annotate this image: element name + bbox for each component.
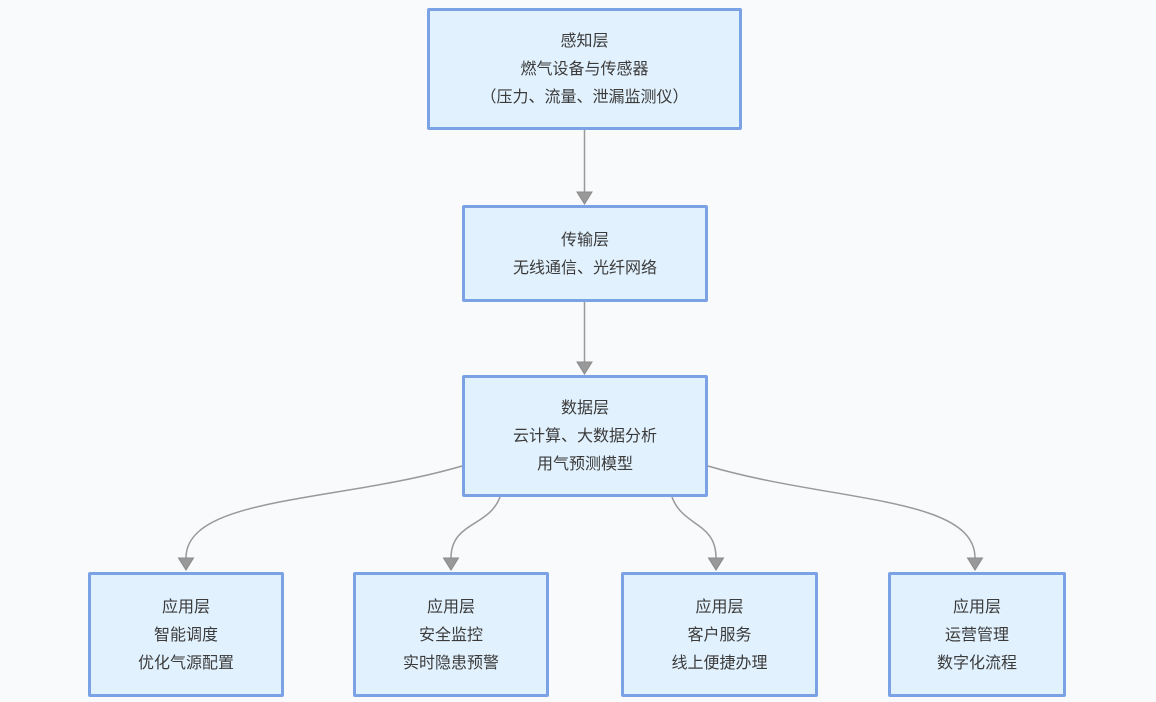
arrowhead-icon [442,557,460,571]
edge-data-dispatch [185,465,463,559]
node-title-line: 应用层 [426,596,475,616]
node-title-line: 应用层 [695,596,744,616]
node-title-line: 数据层 [560,398,609,417]
node-title-line: 感知层 [560,31,609,50]
node-text-line: 智能调度 [153,624,218,644]
arrowhead-icon [966,557,984,571]
node-text-line: 云计算、大数据分析 [512,426,657,445]
node-text-line: 用气预测模型 [536,454,633,473]
arrowhead-icon [707,557,725,571]
node-text-line: 优化气源配置 [137,652,234,672]
node-text-line: 实时隐患预警 [402,652,499,672]
node-text-line: （压力、流量、泄漏监测仪） [480,87,689,106]
node-text-line: 数字化流程 [936,652,1017,672]
arrowhead-icon [576,361,593,375]
node-text-line: 安全监控 [418,624,483,644]
node-transport-layer: 传输层 无线通信、光纤网络 [462,205,708,302]
node-application-customer: 应用层 客户服务 线上便捷办理 [621,572,818,697]
arrowhead-icon [576,191,593,205]
edge-data-customer [671,496,717,559]
node-application-operation: 应用层 运营管理 数字化流程 [888,572,1066,697]
node-text-line: 燃气设备与传感器 [520,59,649,78]
node-title-line: 传输层 [560,229,609,249]
node-application-safety: 应用层 安全监控 实时隐患预警 [353,572,549,697]
edge-data-operation [707,465,976,559]
node-text-line: 线上便捷办理 [671,652,768,672]
arrowhead-icon [177,557,195,571]
node-text-line: 客户服务 [687,624,752,644]
node-title-line: 应用层 [952,596,1001,616]
node-title-line: 应用层 [161,596,210,616]
node-text-line: 无线通信、光纤网络 [512,257,657,277]
node-text-line: 运营管理 [944,624,1009,644]
edge-data-safety [450,496,501,559]
node-data-layer: 数据层 云计算、大数据分析 用气预测模型 [462,375,708,497]
node-application-dispatch: 应用层 智能调度 优化气源配置 [88,572,284,697]
node-perception-layer: 感知层 燃气设备与传感器 （压力、流量、泄漏监测仪） [427,8,742,130]
